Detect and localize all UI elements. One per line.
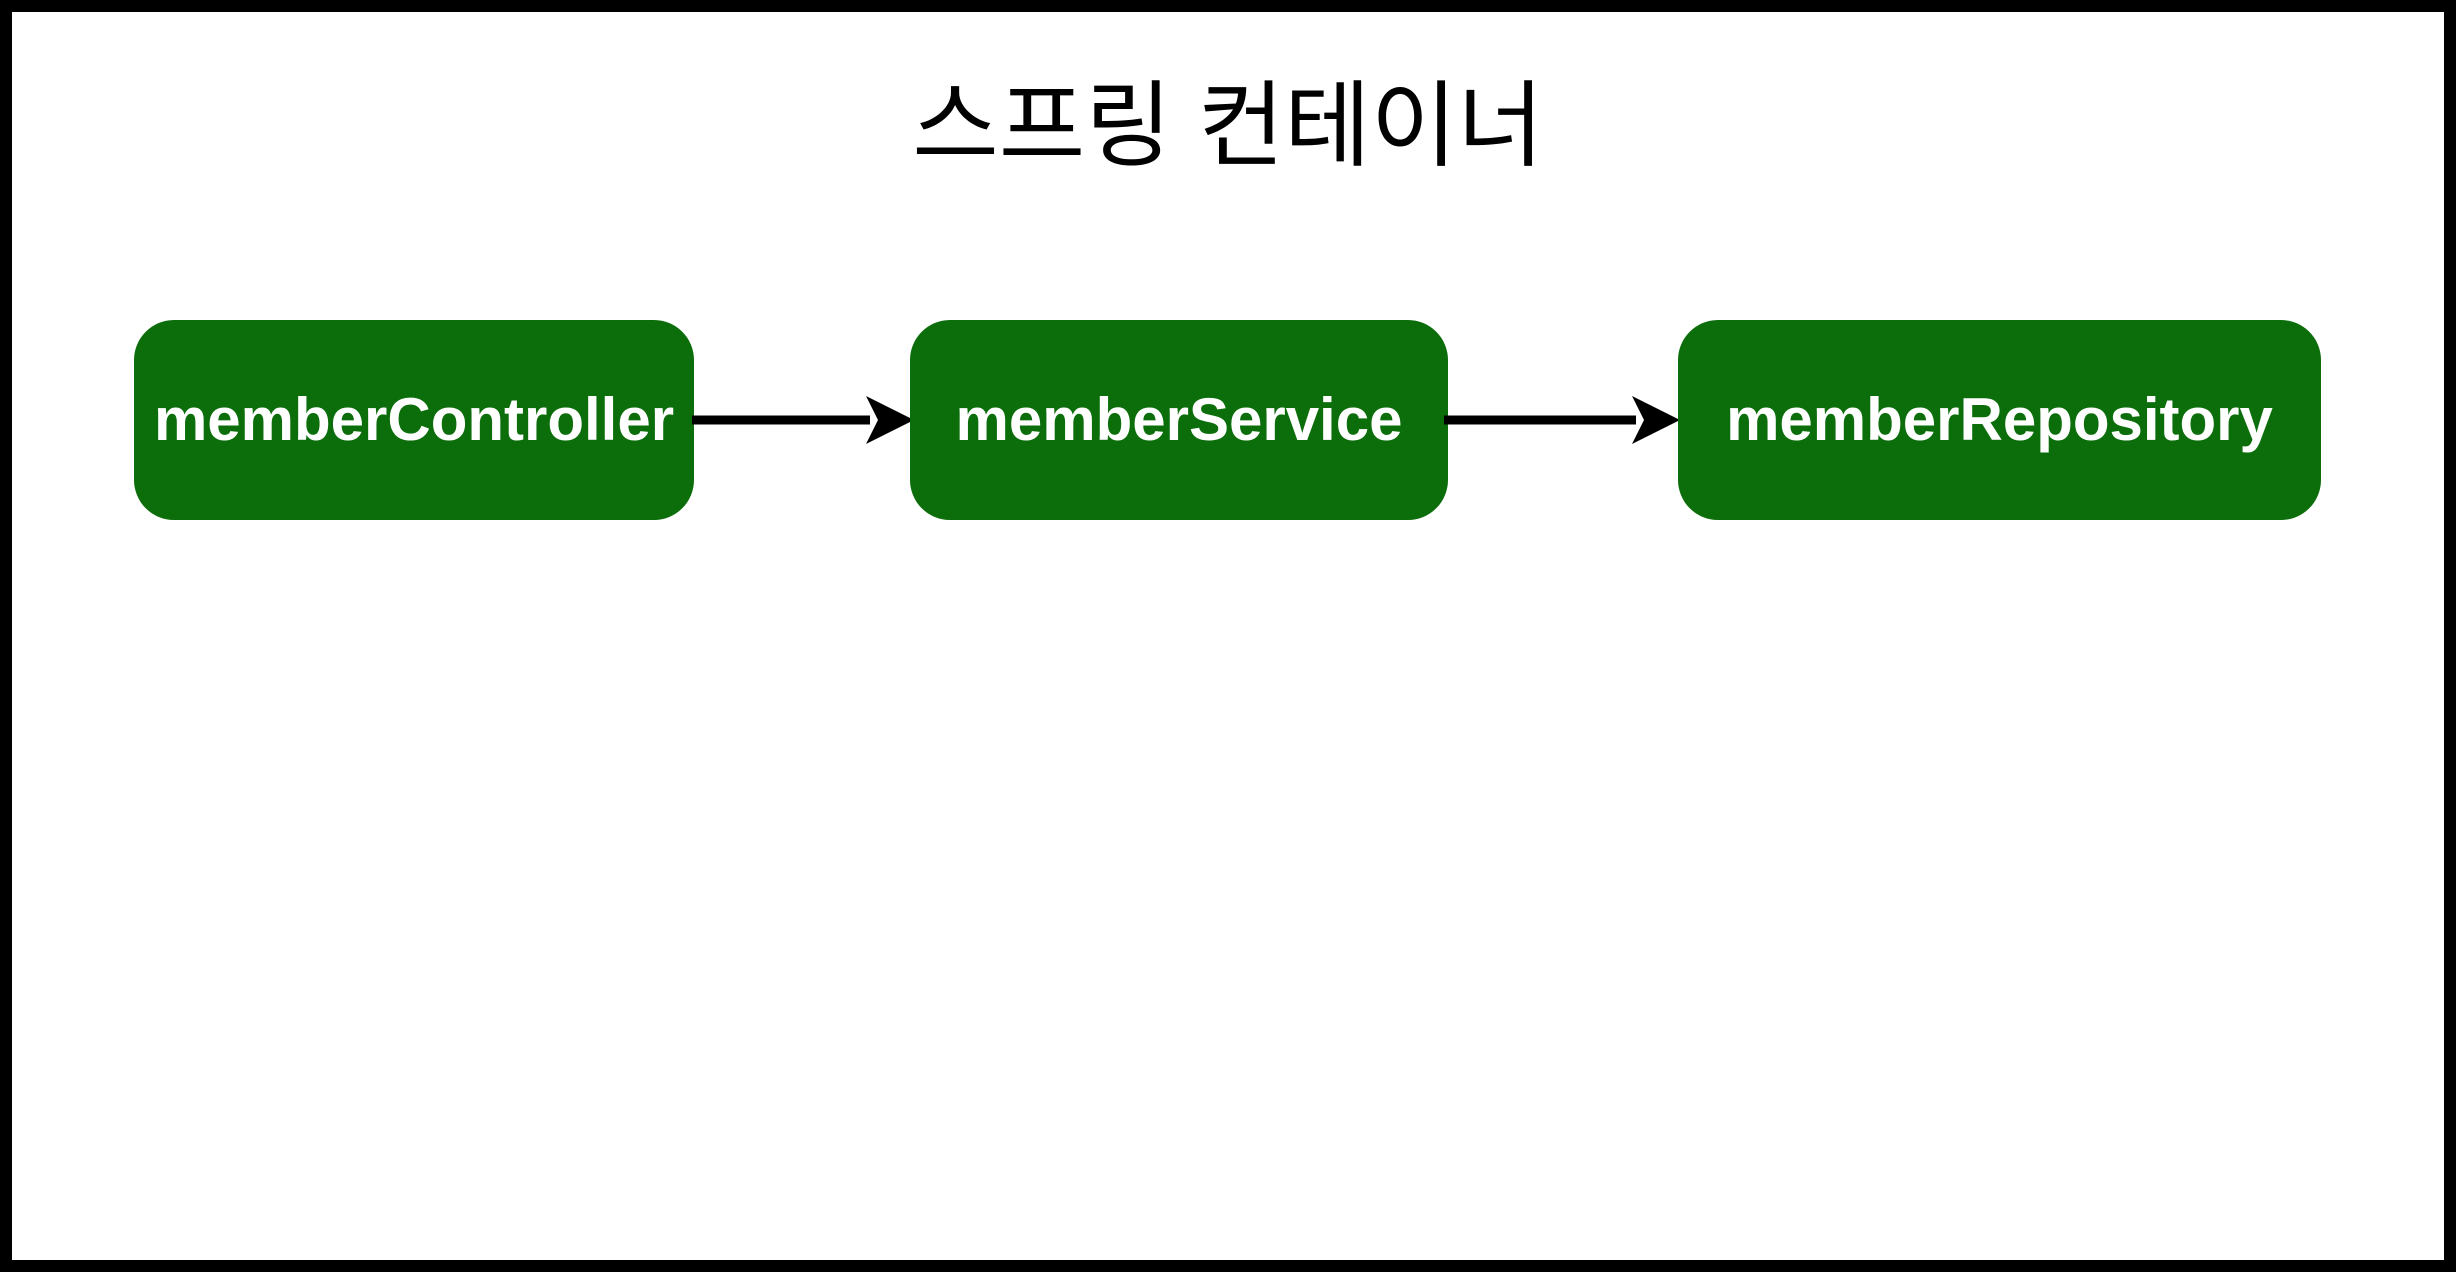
diagram-title: 스프링 컨테이너 — [912, 73, 1544, 178]
node-member-controller: memberController — [134, 320, 694, 520]
node-member-controller-label: memberController — [153, 386, 675, 453]
node-member-repository-label: memberRepository — [1726, 386, 2273, 453]
node-member-repository: memberRepository — [1678, 320, 2321, 520]
node-member-service: memberService — [910, 320, 1448, 520]
arrow-controller-to-service-icon — [692, 392, 914, 448]
node-member-service-label: memberService — [955, 386, 1403, 453]
arrow-service-to-repository-icon — [1444, 392, 1680, 448]
